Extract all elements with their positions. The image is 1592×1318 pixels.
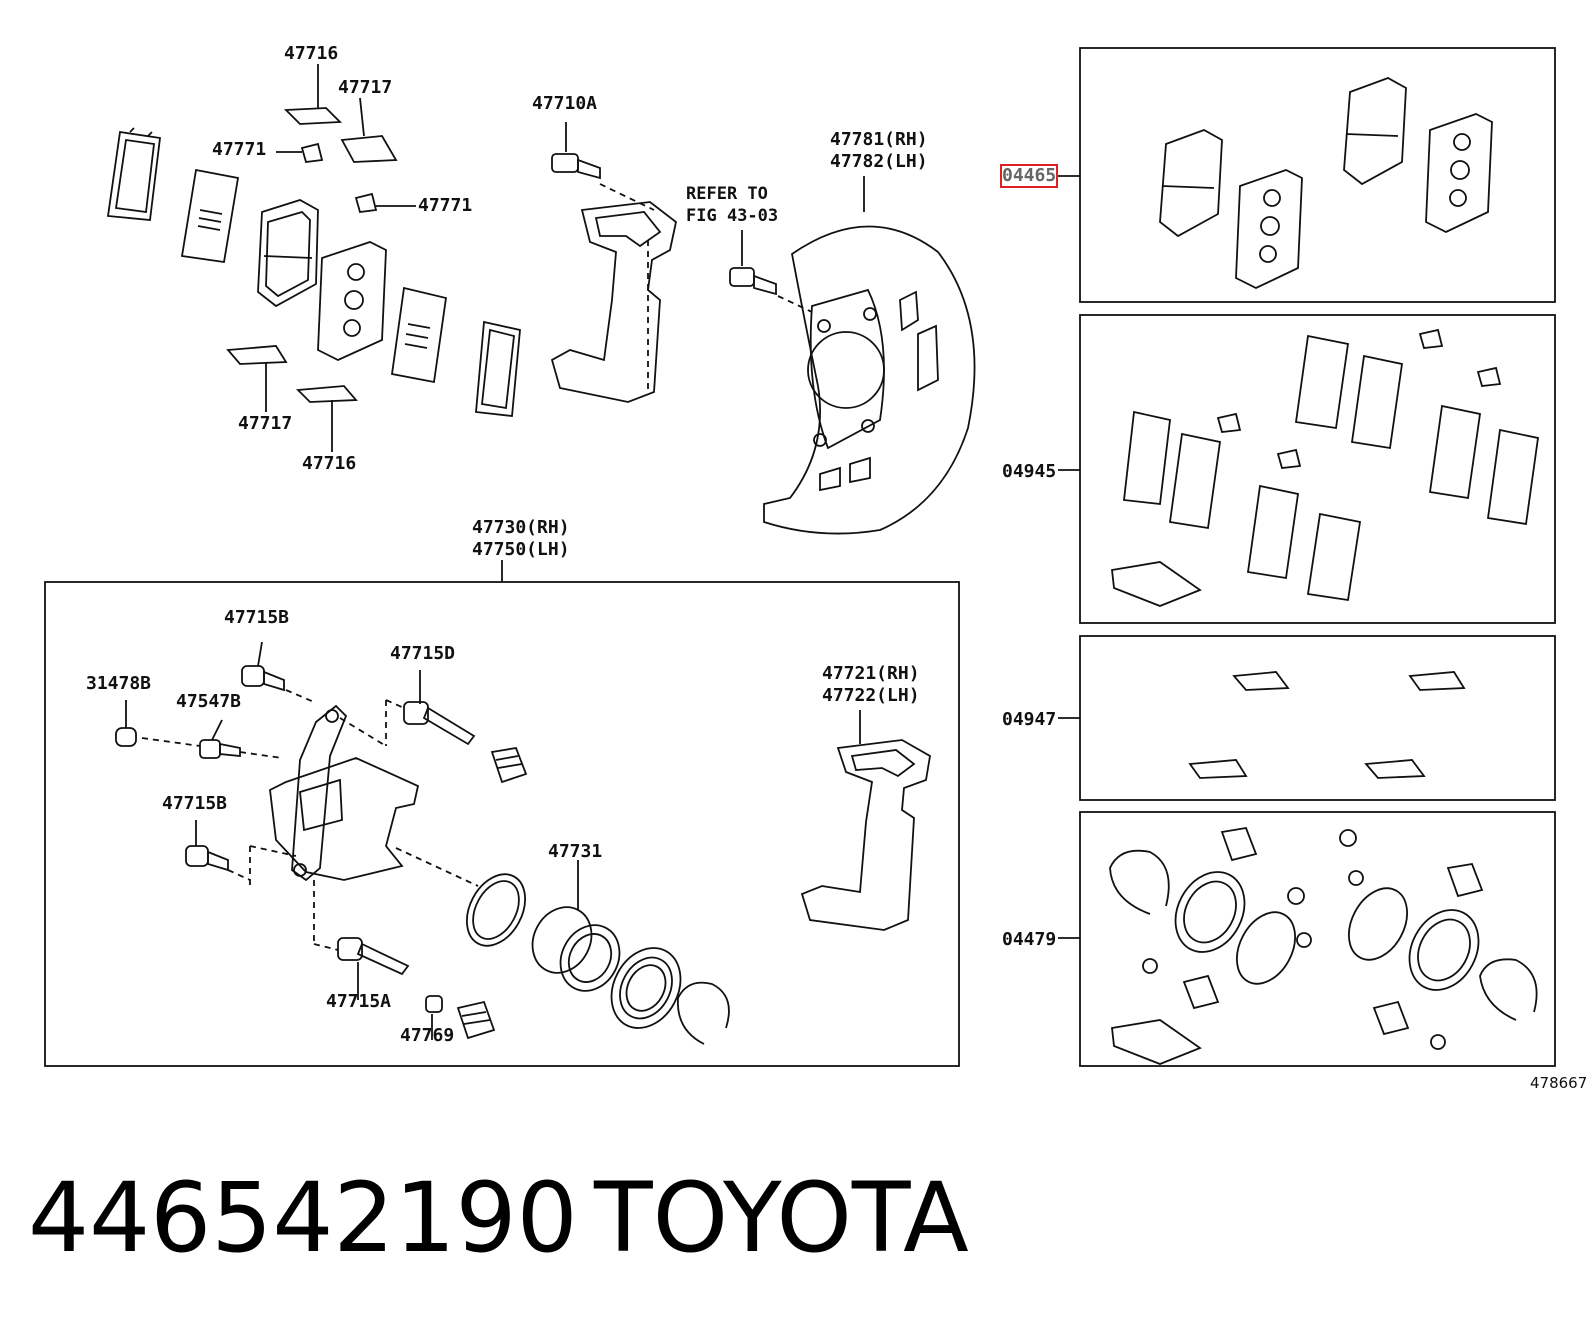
part-label-47771-a: 47771 (212, 139, 267, 160)
kit-box-04947 (1079, 635, 1556, 801)
set-ring (677, 981, 730, 1045)
outer-shim-1 (106, 127, 161, 221)
piston-seal (466, 873, 526, 947)
slide-pin-47715A (337, 937, 410, 976)
kit-box-04465 (1079, 47, 1556, 303)
figure-number: 478667 (1530, 1074, 1588, 1092)
part-label-47769: 47769 (400, 1025, 455, 1046)
boot-bottom (456, 1000, 496, 1040)
inner-shim-1 (180, 168, 240, 264)
kit-label-04945: 04945 (1002, 461, 1057, 482)
footer-part-number: 446542190 (28, 1162, 578, 1274)
part-label-47781: 47781(RH) (830, 129, 928, 150)
part-label-47717-bottom: 47717 (238, 413, 293, 434)
kit-04947-clips (1188, 671, 1466, 779)
part-label-47715A: 47715A (326, 991, 392, 1012)
kit-label-04465[interactable]: 04465 (999, 164, 1059, 188)
footer-brand: TOYOTA (594, 1162, 969, 1274)
kit-04945-shims (1111, 328, 1540, 607)
part-label-47710A: 47710A (532, 93, 598, 114)
bolt-refer (729, 230, 777, 296)
kit-box-04479 (1079, 811, 1556, 1067)
part-label-47730: 47730(RH) (472, 517, 570, 538)
bleeder-31478B (115, 727, 137, 747)
outer-shim-2 (475, 320, 521, 417)
brake-pad-inner (317, 241, 387, 361)
bushing-47769 (425, 995, 443, 1013)
part-label-47750: 47750(LH) (472, 539, 570, 560)
bolt-47715B-top (241, 665, 285, 692)
part-label-47771-b: 47771 (418, 195, 473, 216)
kit-box-04945 (1079, 314, 1556, 624)
caliper-body (269, 704, 420, 882)
bleeder-47547B (199, 739, 241, 759)
part-label-31478B: 31478B (86, 673, 152, 694)
cylinder-boot (610, 947, 682, 1029)
brake-pad-outer (257, 199, 319, 308)
kit-04479-seals (1109, 826, 1538, 1065)
anti-squeal-clips-bottom (226, 345, 358, 403)
slide-pin-47715D (403, 701, 476, 746)
bolt-47715B-bottom (185, 845, 229, 872)
refer-to-line2: FIG 43-03 (686, 206, 779, 226)
part-label-47716-top: 47716 (284, 43, 339, 64)
dust-shield (763, 225, 976, 535)
part-label-47715B-top: 47715B (224, 607, 290, 628)
part-label-47547B: 47547B (176, 691, 242, 712)
piston-47731 (531, 906, 621, 992)
kit-label-04479: 04479 (1002, 929, 1057, 950)
caliper-assembly-box (44, 581, 960, 1067)
anti-squeal-clips-top (283, 107, 398, 213)
bolt-47710A (551, 122, 601, 180)
part-label-47721: 47721(RH) (822, 663, 920, 684)
part-label-47716-bottom: 47716 (302, 453, 357, 474)
part-label-47715D: 47715D (390, 643, 456, 664)
refer-to-line1: REFER TO (686, 184, 768, 204)
kit-label-04947: 04947 (1002, 709, 1057, 730)
part-label-47782: 47782(LH) (830, 151, 928, 172)
kit-04465-pads (1159, 77, 1493, 290)
mounting-bracket-caliper (800, 739, 931, 931)
inner-shim-2 (390, 286, 448, 384)
part-label-47717-top: 47717 (338, 77, 393, 98)
boot-top (490, 746, 528, 784)
part-label-47715B-bottom: 47715B (162, 793, 228, 814)
part-label-47731: 47731 (548, 841, 603, 862)
mounting-bracket-top (550, 201, 677, 403)
part-label-47722: 47722(LH) (822, 685, 920, 706)
